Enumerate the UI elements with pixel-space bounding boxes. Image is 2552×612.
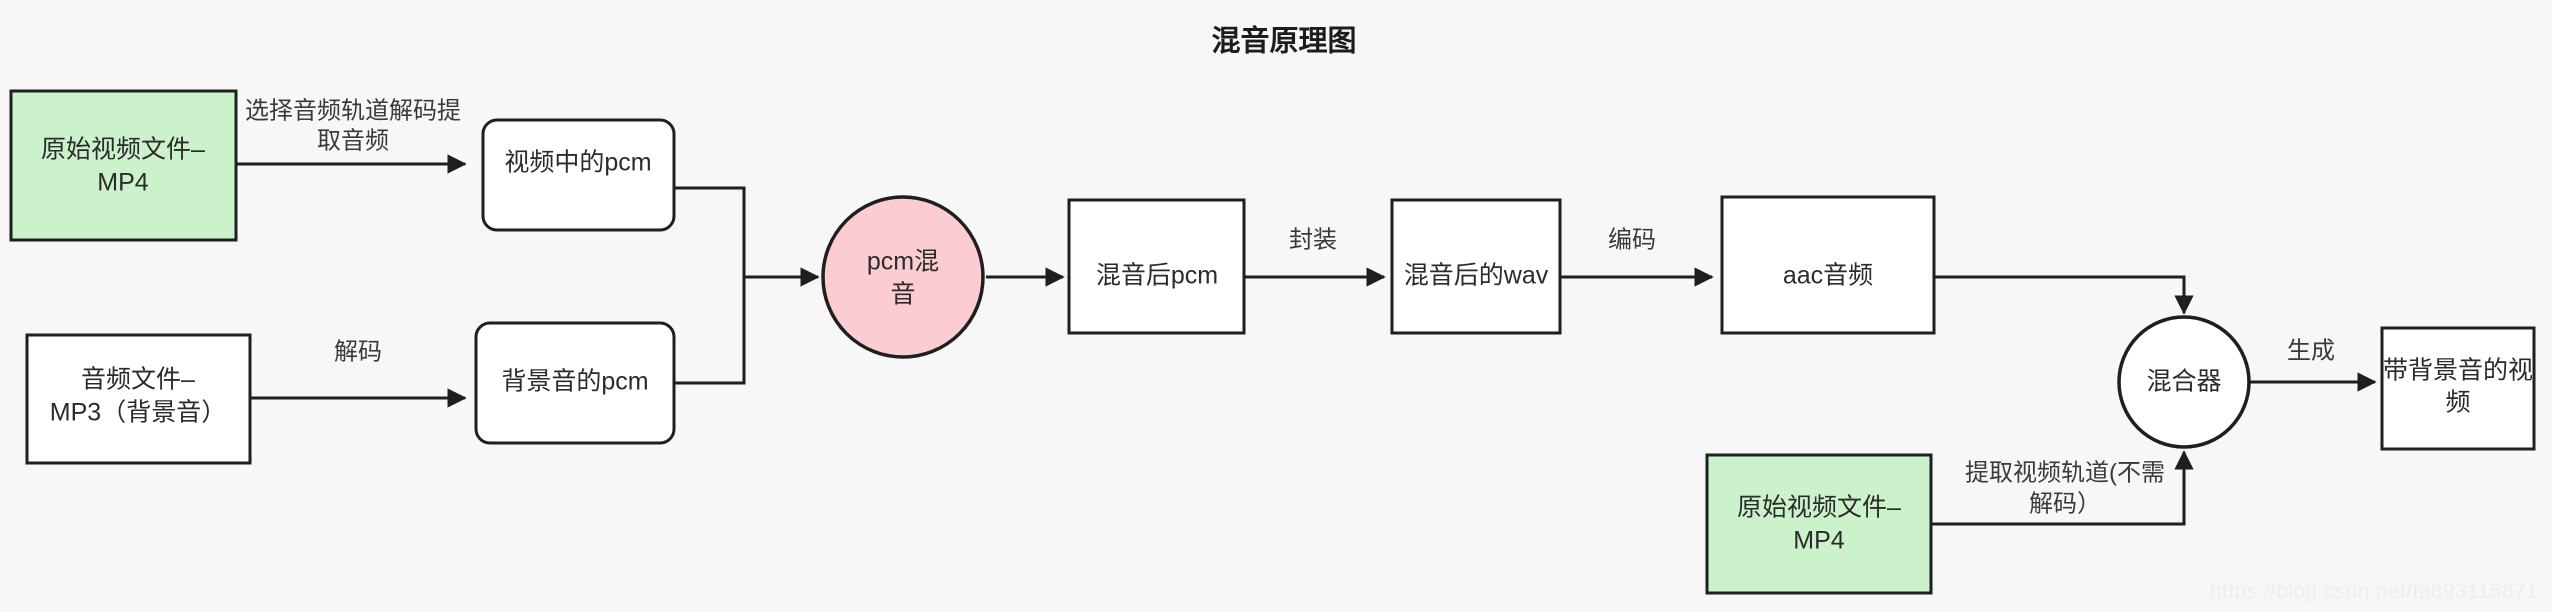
node-pcm-mix-shape[interactable] [821,195,985,359]
node-aac-audio-shape[interactable] [1720,195,1936,335]
edge-label-e10-line1: 提取视频轨道(不需 [1965,459,2165,486]
node-src-video-bottom[interactable]: 原始视频文件– MP4 [1705,453,1933,595]
node-src-video-top[interactable]: 原始视频文件– MP4 [9,89,238,242]
node-muxer[interactable]: 混合器 [2117,315,2251,449]
node-mixed-pcm-label-line1: 混音后pcm [1096,262,1218,290]
edge-bg-pcm-to-junction [674,277,746,385]
node-video-pcm-shape[interactable] [481,118,676,232]
diagram-title: 混音原理图 [1211,24,1356,58]
node-final-video[interactable]: 带背景音的视 频 [2380,326,2536,451]
node-audio-mp3-shape[interactable] [25,333,252,465]
node-aac-audio-label-line1: aac音频 [1783,262,1873,290]
node-pcm-mix[interactable]: pcm混 音 [821,195,985,359]
watermark-text: https://blog.csdn.net/ta893115871 [2209,580,2538,603]
node-src-video-top-label-line1: 原始视频文件– [41,136,205,164]
node-mixed-pcm[interactable]: 混音后pcm [1067,198,1246,335]
node-pcm-mix-label-line1: pcm混 [867,248,939,276]
edge-label-e1-line2: 取音频 [317,127,389,154]
node-bg-pcm-shape[interactable] [474,321,676,445]
node-muxer-label-line1: 混合器 [2146,368,2221,396]
edge-aac-audio-to-muxer [1934,275,2194,315]
node-src-video-bottom-label-line1: 原始视频文件– [1737,494,1901,522]
node-mixed-wav-shape[interactable] [1390,198,1562,335]
node-src-video-top-label-line2: MP4 [97,169,149,197]
node-video-pcm-label-line1: 视频中的pcm [504,149,651,177]
node-pcm-mix-label-line2: 音 [890,281,915,309]
edge-src-video-bottom-to-muxer [1931,450,2194,526]
edge-label-e1-line1: 选择音频轨道解码提 [245,97,461,124]
node-src-video-top-shape[interactable] [9,89,238,242]
node-audio-mp3-label-line1: 音频文件– [81,366,195,394]
node-src-video-bottom-label-line2: MP4 [1793,527,1845,555]
node-audio-mp3-label-line2: MP3（背景音） [50,399,226,427]
edge-label-e9-line1: 生成 [2287,337,2335,364]
node-final-video-label-line1: 带背景音的视 [2383,357,2533,385]
node-video-pcm[interactable]: 视频中的pcm [481,118,676,232]
edge-label-e10-line2: 解码） [2029,490,2101,517]
node-muxer-shape[interactable] [2117,315,2251,449]
node-final-video-shape[interactable] [2380,326,2536,451]
node-audio-mp3[interactable]: 音频文件– MP3（背景音） [25,333,252,465]
edge-label-e2-line1: 解码 [334,338,382,365]
edge-video-pcm-to-junction [674,186,746,277]
edge-label-e7-line1: 编码 [1608,226,1656,253]
node-final-video-label-line2: 频 [2445,389,2470,417]
node-src-video-bottom-shape[interactable] [1705,453,1933,595]
node-bg-pcm-label-line1: 背景音的pcm [501,368,648,396]
node-mixed-wav[interactable]: 混音后的wav [1390,198,1562,335]
node-bg-pcm[interactable]: 背景音的pcm [474,321,676,445]
edge-label-e6-line1: 封装 [1289,226,1337,253]
node-aac-audio[interactable]: aac音频 [1720,195,1936,335]
node-mixed-pcm-shape[interactable] [1067,198,1246,335]
node-mixed-wav-label-line1: 混音后的wav [1404,262,1549,290]
